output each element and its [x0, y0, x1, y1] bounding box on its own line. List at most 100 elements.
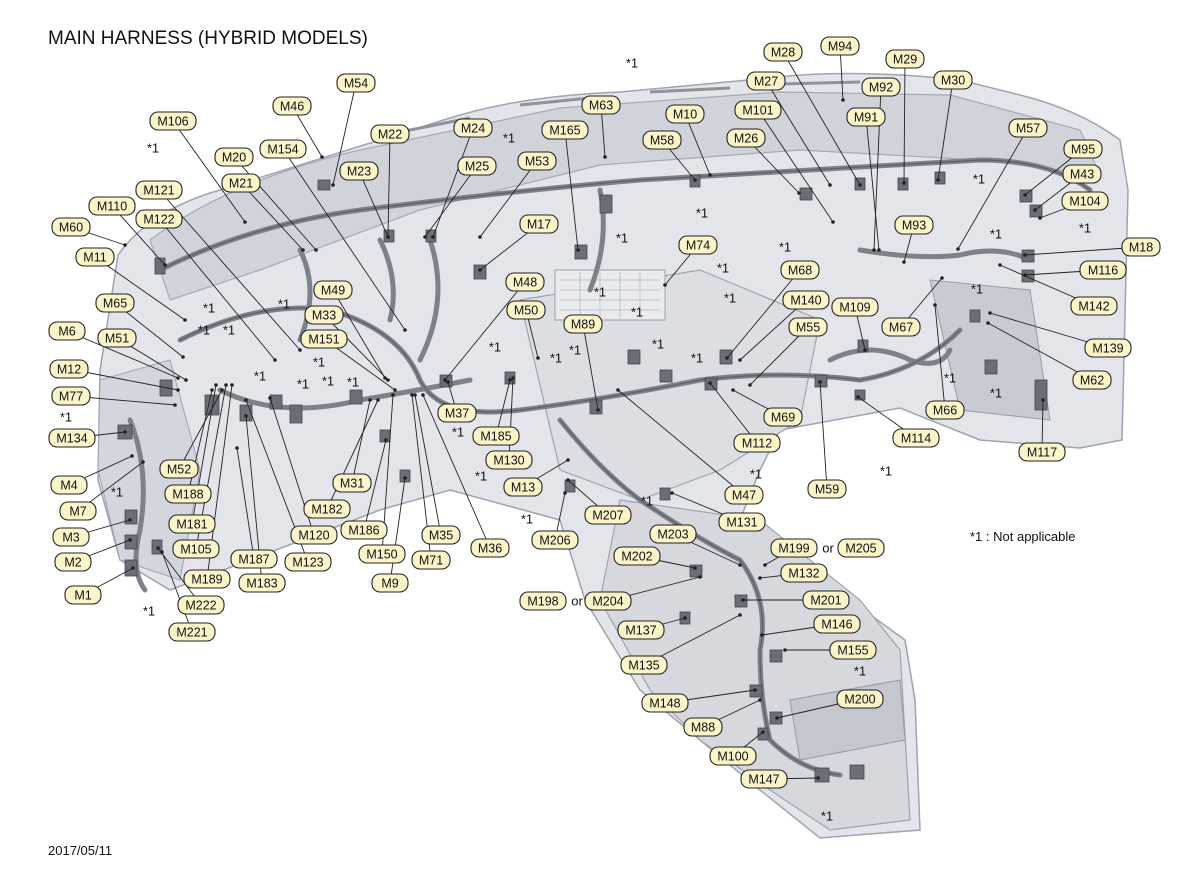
- connector-label-m221: M221: [168, 622, 216, 642]
- connector-point-m109: [863, 348, 867, 352]
- label-text: M21: [229, 177, 253, 191]
- connector-label-m48: M48: [505, 272, 545, 292]
- leader-line-m182: [326, 399, 379, 510]
- leader-line-m35: [414, 394, 442, 536]
- connector-label-m18: M18: [1121, 237, 1161, 257]
- connector-label-m150: M150: [358, 544, 406, 564]
- connector-point-m28: [858, 183, 862, 187]
- not-applicable-mark: *1: [475, 469, 487, 484]
- label-text: M49: [321, 284, 345, 298]
- label-box: [846, 107, 886, 127]
- label-text: M25: [465, 160, 489, 174]
- leader-line-m11: [94, 256, 186, 321]
- not-applicable-mark: *1: [880, 464, 892, 479]
- label-text: M182: [311, 503, 342, 517]
- connector-point-m131: [670, 491, 674, 495]
- label-box: [1084, 338, 1132, 358]
- leader-line-m221: [161, 551, 193, 633]
- not-applicable-mark: *1: [944, 371, 956, 386]
- connector-label-m222: M222: [177, 595, 225, 615]
- label-box: [168, 514, 216, 534]
- connector-point-m17: [478, 268, 482, 272]
- connector-point-m71: [410, 393, 414, 397]
- label-box: [214, 147, 254, 167]
- connector-label-m137: M137: [617, 620, 665, 640]
- not-applicable-mark: *1: [594, 285, 606, 300]
- connector-label-m13: M13: [503, 477, 543, 497]
- label-box: [788, 317, 828, 337]
- label-text: M199: [778, 542, 809, 556]
- connector-point-m66: [933, 303, 937, 307]
- label-box: [1070, 296, 1118, 316]
- connector-label-m4: M4: [50, 475, 88, 495]
- leader-line-m101: [757, 109, 834, 223]
- connector-label-m77: M77: [51, 386, 91, 406]
- label-box: [581, 95, 621, 115]
- connector-point-m53: [478, 235, 482, 239]
- label-box: [892, 428, 940, 448]
- connector-label-m22: M22: [370, 124, 410, 144]
- connector-label-m185: M185: [472, 426, 520, 446]
- not-applicable-mark: *1: [550, 351, 562, 366]
- connector-label-m33: M33: [304, 305, 344, 325]
- not-applicable-mark: *1: [521, 512, 533, 527]
- label-text: M23: [347, 165, 371, 179]
- label-text: M66: [933, 404, 957, 418]
- connector-point-m185: [508, 378, 512, 382]
- connector-point-m89: [596, 408, 600, 412]
- connector-point-m94: [841, 98, 845, 102]
- leader-line-m21: [240, 182, 304, 251]
- label-text: M58: [650, 134, 674, 148]
- label-box: [370, 124, 410, 144]
- not-applicable-mark: *1: [854, 664, 866, 679]
- label-box: [59, 501, 97, 521]
- label-box: [613, 546, 661, 566]
- connector-point-m62: [986, 321, 990, 325]
- label-box: [238, 573, 286, 593]
- connector-label-m51: M51: [97, 328, 137, 348]
- label-box: [678, 235, 718, 255]
- not-applicable-mark: *1: [626, 56, 638, 71]
- connector-point-m188: [210, 388, 214, 392]
- connector-point-m1: [131, 566, 135, 570]
- connector-label-m55: M55: [788, 317, 828, 337]
- connector-label-m23: M23: [339, 161, 379, 181]
- label-text: M31: [340, 477, 364, 491]
- connector-point-m110: [163, 263, 167, 267]
- label-box: [782, 290, 830, 310]
- connector-label-m105: M105: [172, 539, 220, 559]
- connector-label-m9: M9: [371, 573, 409, 593]
- label-box: [1063, 139, 1103, 159]
- label-text: M55: [796, 321, 820, 335]
- label-text: M17: [527, 218, 551, 232]
- leader-line-m27: [765, 80, 831, 186]
- label-box: [726, 128, 766, 148]
- label-text: M205: [845, 542, 876, 556]
- not-applicable-mark: *1: [278, 297, 290, 312]
- label-box: [617, 620, 665, 640]
- leader-line-m29: [903, 58, 906, 184]
- leader-line-m89: [582, 323, 599, 411]
- label-box: [807, 479, 847, 499]
- label-box: [563, 314, 603, 334]
- leader-line-m154: [282, 148, 406, 331]
- label-text: M65: [103, 297, 127, 311]
- connector-point-m74: [663, 283, 667, 287]
- label-box: [836, 689, 884, 709]
- connector-point-m106: [243, 220, 247, 224]
- label-text: M60: [59, 221, 83, 235]
- label-text: M121: [143, 184, 174, 198]
- connector-point-m33: [386, 378, 390, 382]
- label-text: M181: [176, 518, 207, 532]
- connector-label-m69: M69: [763, 407, 803, 427]
- label-box: [734, 100, 782, 120]
- connector-label-m71: M71: [411, 550, 451, 570]
- connector-label-m95: M95: [1063, 139, 1103, 159]
- leader-line-m22: [387, 133, 391, 238]
- connector-label-m151: M151: [300, 329, 348, 349]
- connector-point-m68: [725, 356, 729, 360]
- label-box: [290, 525, 338, 545]
- leader-line-m59: [819, 381, 828, 490]
- connector-point-m101: [831, 220, 835, 224]
- label-box: [457, 156, 497, 176]
